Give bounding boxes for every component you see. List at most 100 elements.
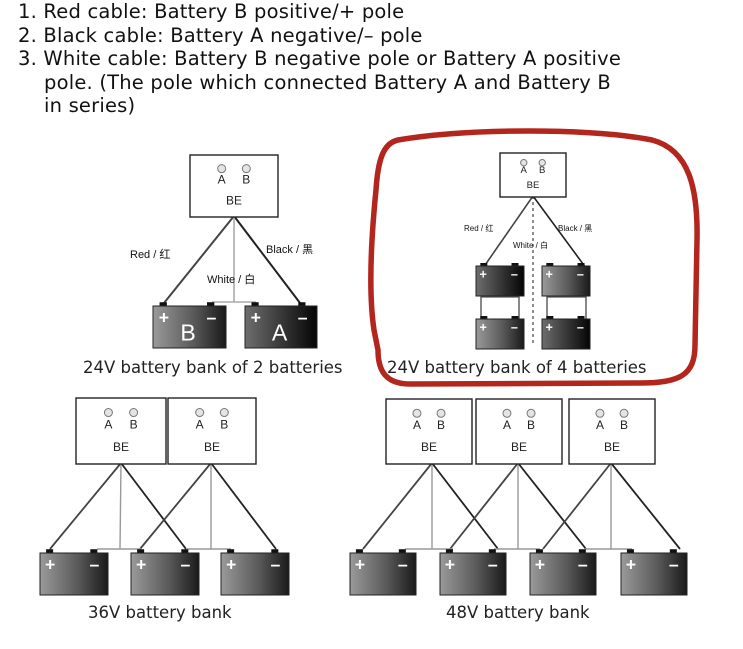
terminal-post xyxy=(577,316,585,319)
be-label: BE xyxy=(421,440,437,454)
terminal-post xyxy=(445,549,453,553)
instruction-line-2: 2. Black cable: Battery A negative/– pol… xyxy=(18,23,423,47)
be-box xyxy=(475,398,563,465)
plus-sign: + xyxy=(226,555,236,575)
terminal-b-label: B xyxy=(527,418,535,432)
minus-sign: – xyxy=(89,555,99,575)
battery xyxy=(541,318,591,350)
instruction-line-3-end: in series) xyxy=(44,94,136,117)
terminal-post xyxy=(535,549,543,553)
terminal-post xyxy=(251,302,259,306)
battery xyxy=(439,552,507,596)
terminal-post xyxy=(480,263,488,266)
indicator-light xyxy=(520,158,528,167)
indicator-light xyxy=(219,408,229,418)
plus-sign: + xyxy=(251,308,261,328)
red-cable xyxy=(449,462,519,550)
instruction-line-3-cont: pole. (The pole which connected Battery … xyxy=(44,70,611,94)
terminal-post xyxy=(46,549,54,553)
red-cable-label: Red / 红 xyxy=(464,223,493,233)
black-cable xyxy=(233,215,301,304)
red-cable-label: Red / 红 xyxy=(130,248,170,261)
terminal-post xyxy=(511,316,519,319)
red-cable xyxy=(49,462,122,550)
indicator-light xyxy=(538,158,546,167)
plus-sign: + xyxy=(626,555,636,575)
battery xyxy=(541,265,591,297)
black-cable xyxy=(517,462,587,550)
terminal-b-label: B xyxy=(620,418,628,432)
terminal-post xyxy=(511,263,519,266)
terminal-a-label: A xyxy=(218,173,226,187)
minus-sign: – xyxy=(488,555,498,575)
black-cable xyxy=(610,462,681,550)
be-label: BE xyxy=(604,440,620,454)
battery xyxy=(220,552,290,596)
indicator-light xyxy=(619,408,629,418)
minus-sign: – xyxy=(298,308,308,328)
red-cable xyxy=(139,462,212,550)
terminal-a-label: A xyxy=(596,418,604,432)
terminal-a-label: A xyxy=(104,417,112,431)
indicator-light xyxy=(595,408,605,418)
terminal-post xyxy=(137,549,145,553)
battery xyxy=(475,265,525,297)
terminal-post xyxy=(577,263,585,266)
plus-sign: + xyxy=(546,321,553,335)
battery xyxy=(620,552,688,596)
red-cable xyxy=(163,215,235,304)
minus-sign: – xyxy=(511,268,518,282)
plus-sign: + xyxy=(136,555,146,575)
indicator-light xyxy=(103,408,113,418)
black-cable xyxy=(210,462,277,550)
minus-sign: – xyxy=(577,268,584,282)
terminal-post xyxy=(578,549,586,553)
be-box xyxy=(167,397,257,465)
minus-sign: – xyxy=(270,555,280,575)
black-cable-label: Black / 黑 xyxy=(266,243,313,256)
indicator-light xyxy=(195,408,205,418)
battery xyxy=(152,305,227,349)
battery xyxy=(529,552,597,596)
terminal-post xyxy=(626,549,634,553)
red-cable xyxy=(362,462,433,550)
caption-24v-4-batteries: 24V battery bank of 4 batteries xyxy=(387,358,647,377)
plus-sign: + xyxy=(480,321,487,335)
minus-sign: – xyxy=(511,321,518,335)
minus-sign: – xyxy=(577,321,584,335)
red-cable xyxy=(482,195,534,269)
black-cable xyxy=(120,462,187,550)
indicator-light xyxy=(241,164,251,174)
terminal-b-label: B xyxy=(437,418,445,432)
terminal-a-label: A xyxy=(196,417,204,431)
battery-letter: A xyxy=(272,319,288,345)
be-box xyxy=(385,398,473,465)
be-label: BE xyxy=(226,194,242,208)
terminal-b-label: B xyxy=(130,417,138,431)
instruction-line-3: 3. White cable: Battery B negative pole … xyxy=(18,47,622,70)
minus-sign: – xyxy=(206,308,216,328)
be-box xyxy=(499,152,567,198)
indicator-light xyxy=(502,408,512,418)
black-cable xyxy=(431,462,499,550)
minus-sign: – xyxy=(398,555,408,575)
indicator-light xyxy=(129,408,139,418)
be-box xyxy=(75,397,167,465)
caption-24v-2-batteries: 24V battery bank of 2 batteries xyxy=(83,358,343,377)
terminal-a-label: A xyxy=(521,165,528,176)
be-label: BE xyxy=(511,440,527,454)
white-cable xyxy=(119,462,122,550)
terminal-post xyxy=(181,549,189,553)
indicator-light xyxy=(412,408,422,418)
terminal-post xyxy=(488,549,496,553)
be-label: BE xyxy=(527,180,540,191)
minus-sign: – xyxy=(669,555,679,575)
plus-sign: + xyxy=(480,268,487,282)
black-cable xyxy=(532,195,587,269)
terminal-post xyxy=(298,302,306,306)
be-box xyxy=(189,154,279,218)
be-box xyxy=(568,398,656,465)
terminal-post xyxy=(480,316,488,319)
terminal-post xyxy=(159,302,167,306)
